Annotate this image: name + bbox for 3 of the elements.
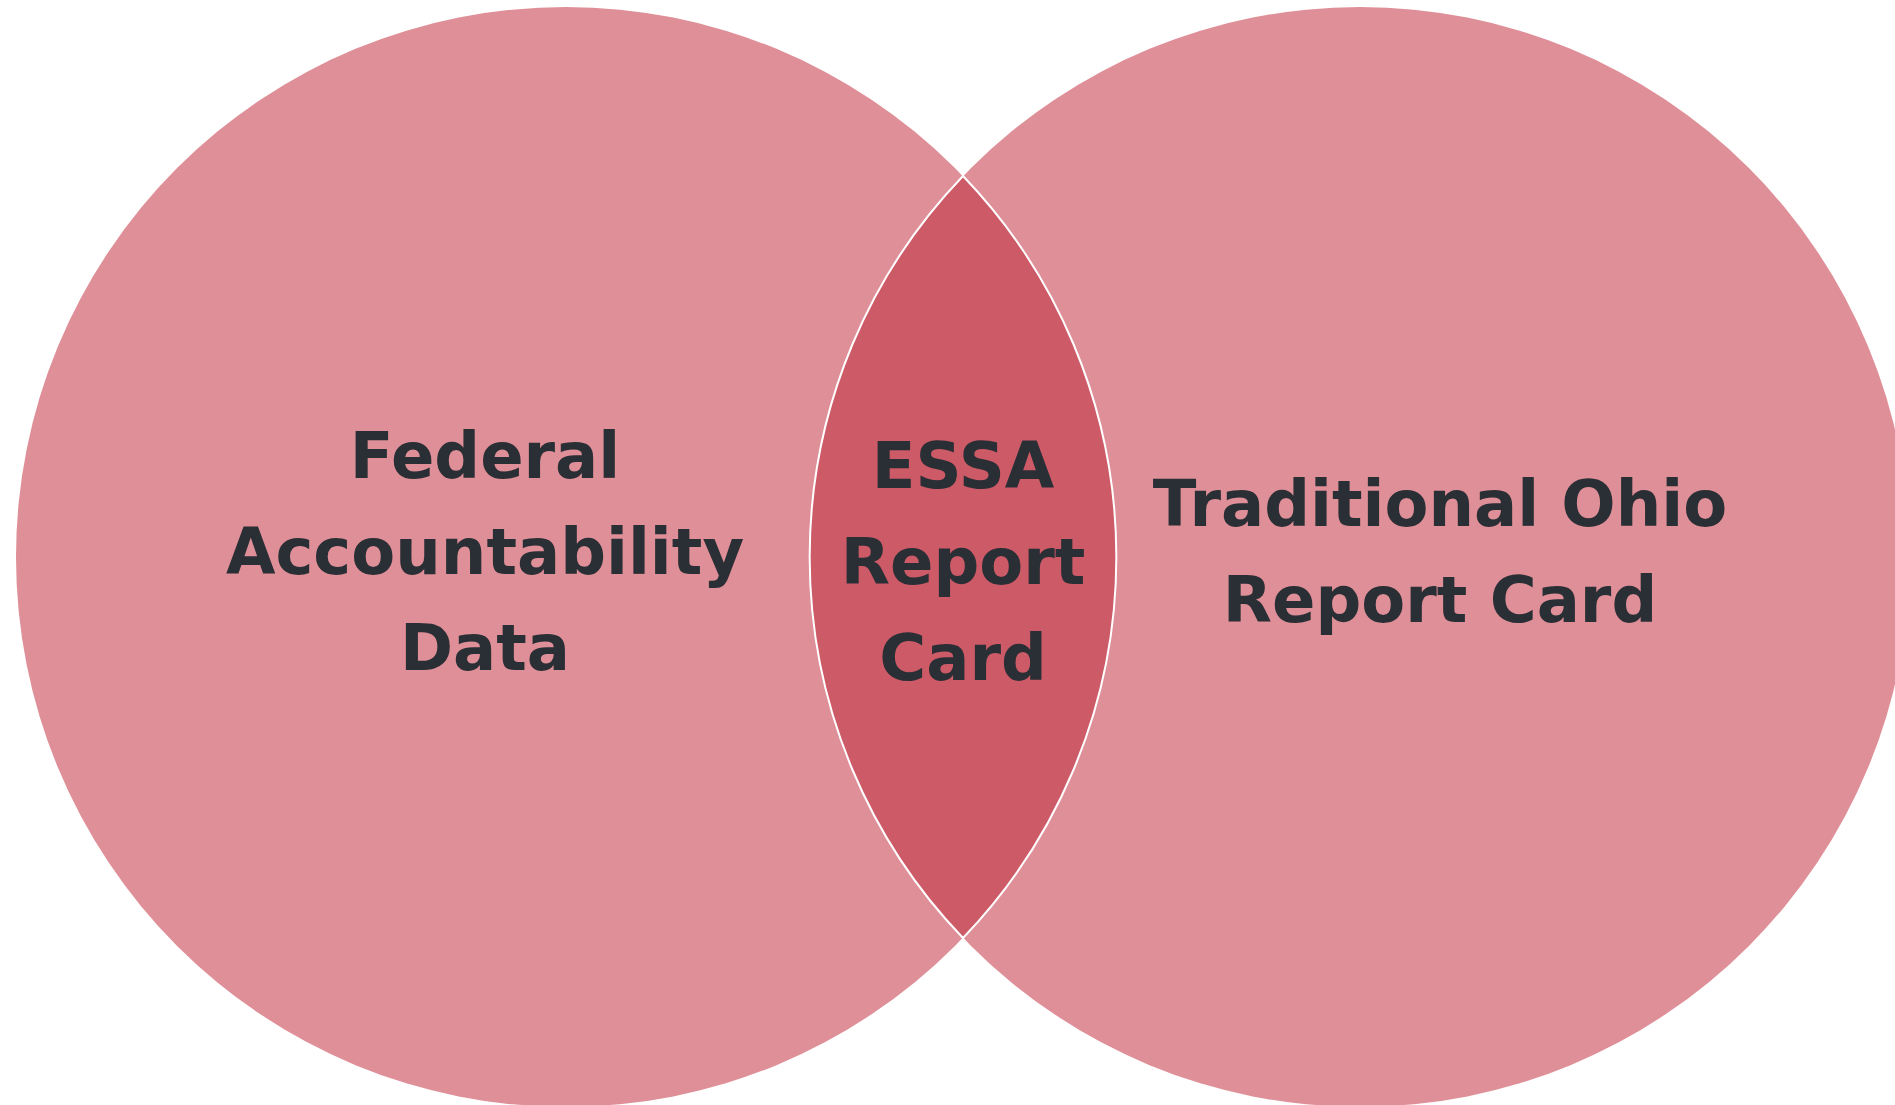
venn-label: Traditional Ohio Report Card <box>1151 466 1729 639</box>
venn-label: ESSA Report Card <box>839 428 1087 697</box>
venn-label: Federal Accountability Data <box>224 418 746 687</box>
